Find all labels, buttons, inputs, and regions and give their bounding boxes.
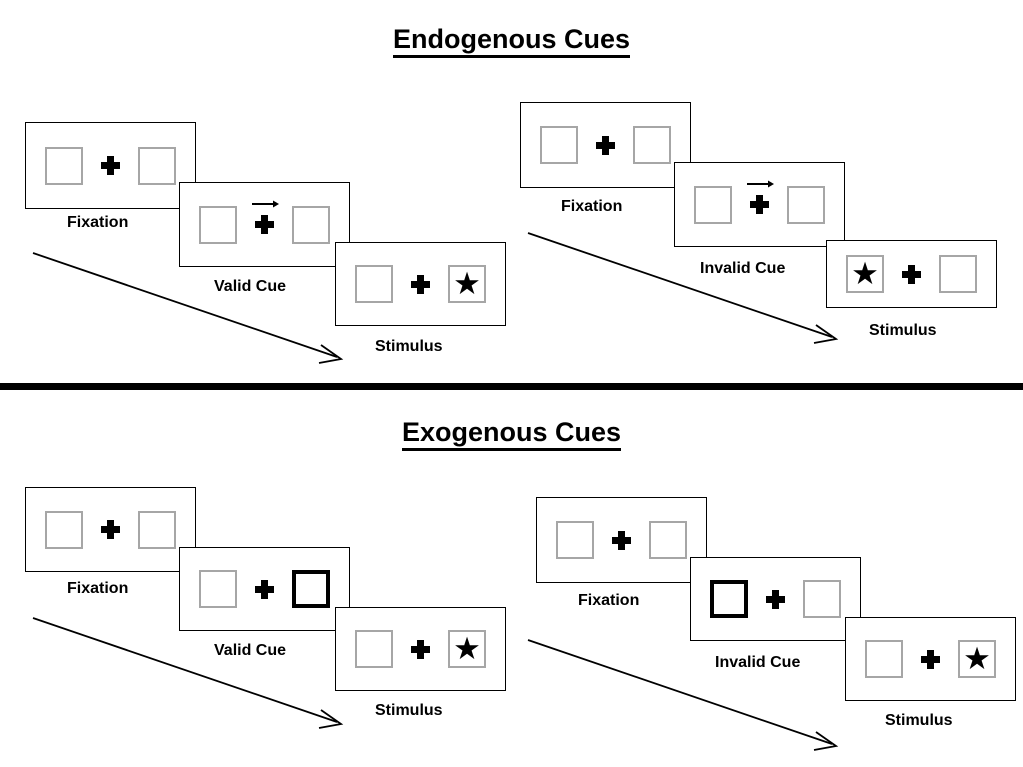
panel-content: ★ bbox=[355, 265, 486, 303]
star-target-icon: ★ bbox=[453, 630, 481, 666]
centre-stack bbox=[255, 579, 274, 599]
panel-exogenous-invalid-cue[interactable] bbox=[690, 557, 861, 641]
panel-content: ★ bbox=[865, 640, 996, 678]
panel-content bbox=[710, 580, 841, 618]
panel-endogenous-valid-fixation[interactable] bbox=[25, 122, 196, 209]
right-placeholder-box bbox=[292, 205, 330, 244]
centre-stack bbox=[921, 649, 940, 669]
caption-endogenous-invalid-fixation: Fixation bbox=[561, 198, 623, 215]
plus-cross-icon bbox=[612, 530, 631, 550]
panel-content bbox=[45, 510, 176, 549]
panel-exogenous-invalid-fixation[interactable] bbox=[536, 497, 707, 583]
right-placeholder-box bbox=[138, 510, 176, 549]
panel-endogenous-valid-stimulus[interactable]: ★ bbox=[335, 242, 506, 326]
caption-endogenous-valid-fixation: Fixation bbox=[67, 214, 129, 231]
plus-cross-icon bbox=[101, 156, 120, 175]
panel-content bbox=[540, 126, 671, 164]
caption-exogenous-valid-cue: Valid Cue bbox=[214, 642, 287, 659]
plus-cross-icon bbox=[255, 215, 274, 234]
left-placeholder-box bbox=[199, 570, 237, 608]
left-placeholder-box bbox=[45, 510, 83, 549]
caption-endogenous-valid-stimulus: Stimulus bbox=[375, 338, 443, 355]
centre-stack bbox=[596, 135, 615, 155]
section-title-endogenous-text: Endogenous Cues bbox=[392, 24, 630, 58]
right-placeholder-box bbox=[939, 255, 977, 293]
panel-exogenous-valid-fixation[interactable] bbox=[25, 487, 196, 572]
centre-stack bbox=[252, 200, 279, 234]
centre-stack bbox=[766, 589, 785, 609]
centre-stack bbox=[411, 274, 430, 294]
star-target-icon: ★ bbox=[453, 265, 481, 301]
plus-cross-icon bbox=[902, 264, 921, 284]
right-placeholder-box bbox=[787, 185, 825, 224]
plus-cross-icon bbox=[411, 274, 430, 294]
panel-content bbox=[199, 570, 330, 608]
caption-endogenous-invalid-stimulus: Stimulus bbox=[869, 322, 937, 339]
caption-exogenous-valid-fixation: Fixation bbox=[67, 580, 129, 597]
panel-exogenous-valid-stimulus[interactable]: ★ bbox=[335, 607, 506, 691]
panel-exogenous-invalid-stimulus[interactable]: ★ bbox=[845, 617, 1016, 701]
panel-endogenous-invalid-cue[interactable] bbox=[674, 162, 845, 247]
panel-content bbox=[556, 521, 687, 559]
right-placeholder-box bbox=[803, 580, 841, 618]
section-title-exogenous: Exogenous Cues bbox=[0, 417, 1023, 451]
left-placeholder-box bbox=[865, 640, 903, 678]
arrow-right-icon bbox=[252, 200, 279, 208]
left-placeholder-box bbox=[355, 265, 393, 303]
left-placeholder-box bbox=[355, 630, 393, 668]
plus-cross-icon bbox=[255, 579, 274, 599]
right-placeholder-box-with-target: ★ bbox=[448, 630, 486, 668]
caption-endogenous-valid-cue: Valid Cue bbox=[214, 278, 287, 295]
centre-stack bbox=[101, 156, 120, 175]
plus-cross-icon bbox=[596, 135, 615, 155]
panel-content bbox=[45, 146, 176, 185]
caption-exogenous-invalid-fixation: Fixation bbox=[578, 592, 640, 609]
centre-stack bbox=[101, 520, 120, 539]
panel-endogenous-invalid-fixation[interactable] bbox=[520, 102, 691, 188]
panel-endogenous-invalid-stimulus[interactable]: ★ bbox=[826, 240, 997, 308]
centre-stack bbox=[747, 180, 774, 214]
star-target-icon: ★ bbox=[963, 640, 991, 676]
section-divider bbox=[0, 383, 1023, 390]
centre-stack bbox=[411, 639, 430, 659]
star-target-icon: ★ bbox=[851, 255, 879, 291]
right-placeholder-box bbox=[649, 521, 687, 559]
right-placeholder-box bbox=[138, 146, 176, 185]
centre-stack bbox=[612, 530, 631, 550]
right-placeholder-box-cued bbox=[292, 570, 330, 608]
right-placeholder-box bbox=[633, 126, 671, 164]
section-title-endogenous: Endogenous Cues bbox=[0, 24, 1023, 58]
right-placeholder-box-with-target: ★ bbox=[958, 640, 996, 678]
left-placeholder-box-with-target: ★ bbox=[846, 255, 884, 293]
left-placeholder-box bbox=[45, 146, 83, 185]
left-placeholder-box bbox=[694, 185, 732, 224]
section-title-exogenous-text: Exogenous Cues bbox=[401, 417, 622, 451]
plus-cross-icon bbox=[101, 520, 120, 539]
diagonal-time-arrow-icon-exogenous-invalid bbox=[527, 639, 839, 751]
panel-content bbox=[199, 200, 330, 244]
right-placeholder-box-with-target: ★ bbox=[448, 265, 486, 303]
caption-exogenous-invalid-stimulus: Stimulus bbox=[885, 712, 953, 729]
left-placeholder-box bbox=[556, 521, 594, 559]
caption-exogenous-valid-stimulus: Stimulus bbox=[375, 702, 443, 719]
left-placeholder-box bbox=[199, 205, 237, 244]
centre-stack bbox=[902, 264, 921, 284]
left-placeholder-box bbox=[540, 126, 578, 164]
plus-cross-icon bbox=[766, 589, 785, 609]
panel-content bbox=[694, 180, 825, 224]
panel-endogenous-valid-cue[interactable] bbox=[179, 182, 350, 267]
arrow-right-icon bbox=[747, 180, 774, 188]
caption-exogenous-invalid-cue: Invalid Cue bbox=[715, 654, 801, 671]
plus-cross-icon bbox=[411, 639, 430, 659]
panel-exogenous-valid-cue[interactable] bbox=[179, 547, 350, 631]
caption-endogenous-invalid-cue: Invalid Cue bbox=[700, 260, 786, 277]
plus-cross-icon bbox=[750, 195, 769, 214]
plus-cross-icon bbox=[921, 649, 940, 669]
left-placeholder-box-cued bbox=[710, 580, 748, 618]
panel-content: ★ bbox=[846, 255, 977, 293]
panel-content: ★ bbox=[355, 630, 486, 668]
